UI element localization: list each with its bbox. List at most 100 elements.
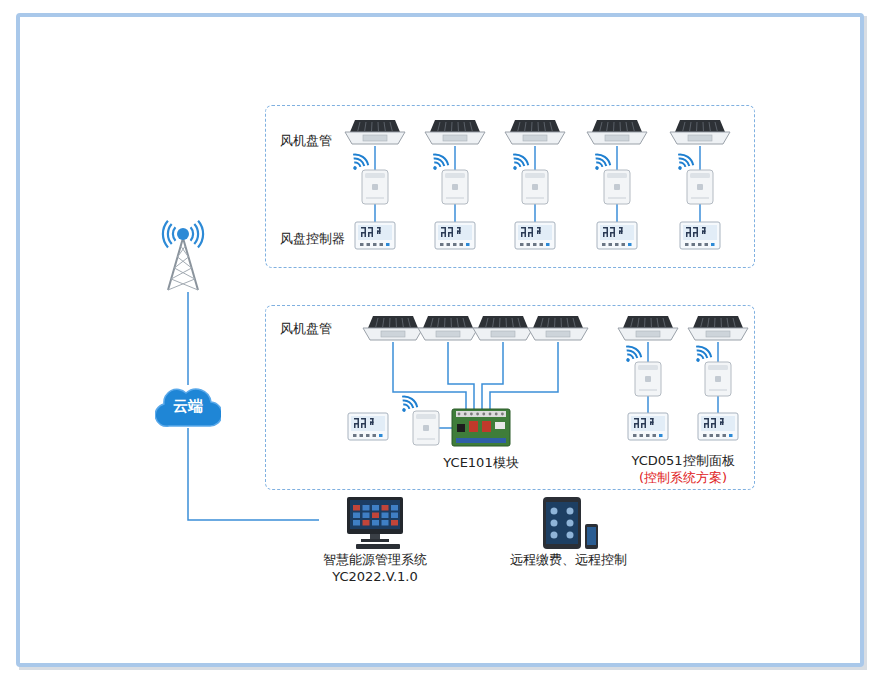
thermostat-panel-part <box>441 232 443 237</box>
fan-coil-unit-part <box>463 318 465 327</box>
tablet-and-phone-part <box>567 532 574 539</box>
wireless-controller <box>604 170 630 204</box>
thermostat-panel-part <box>641 423 643 428</box>
signal-tower-part <box>162 220 169 248</box>
fan-coil-unit-part <box>402 318 403 327</box>
wireless-signal-icon-part <box>695 342 714 358</box>
thermostat-panel-part <box>615 243 619 246</box>
thermostat-panel-part <box>520 243 524 246</box>
fan-coil-wiring-part <box>647 396 649 413</box>
thermostat-panel-part <box>609 243 613 246</box>
fan-coil-unit <box>587 120 647 144</box>
fan-coil-unit-part <box>464 122 465 131</box>
wireless-controller-part <box>372 184 378 190</box>
wireless-controller-part <box>446 198 464 199</box>
wireless-controller-part <box>413 411 439 445</box>
fan-coil-unit-part <box>544 122 545 131</box>
fan-coil-wiring-part <box>647 342 649 362</box>
fan-coil-unit-part <box>458 122 459 131</box>
wireless-controller-part <box>690 173 710 178</box>
fan-coil-unit-part <box>493 318 494 327</box>
fan-coil-unit-part <box>548 318 549 327</box>
wireless-controller-part <box>691 198 709 199</box>
signal-tower-part <box>167 223 173 244</box>
thermostat-panel-part <box>680 222 720 249</box>
thermostat-panel-part <box>528 232 530 237</box>
desktop-monitor-part <box>363 505 370 511</box>
wireless-signal-icon-part <box>512 165 517 170</box>
fan-coil-unit-part <box>561 318 562 327</box>
fan-coil-unit-part <box>607 122 608 131</box>
wireless-signal-icon-part <box>401 392 420 408</box>
fan-coil-unit-part <box>533 316 583 328</box>
fan-coil-unit-part <box>531 122 532 131</box>
desktop-monitor-part <box>363 520 370 526</box>
thermostat-panel-part <box>634 423 636 428</box>
tablet-and-phone-part <box>543 497 581 549</box>
fan-coil-unit-part <box>350 120 400 132</box>
fan-coil-unit-part <box>554 318 555 327</box>
thermostat-panel-part <box>354 423 356 428</box>
fan-coil-unit-part <box>663 318 665 327</box>
region-heading: 风盘控制器 <box>280 230 768 247</box>
fan-coil-wiring-part <box>454 204 456 222</box>
signal-tower-part <box>168 279 195 290</box>
wireless-controller <box>362 170 388 204</box>
desktop-monitor <box>347 497 403 549</box>
thermostat-panel-part <box>386 243 390 246</box>
module-wiring-part <box>393 342 466 410</box>
fan-coil-unit-part <box>701 318 703 327</box>
desktop-monitor-part <box>372 513 379 519</box>
node-subtitle: YC2022.V.1.0 <box>323 568 427 585</box>
thermostat-panel-part <box>518 225 552 240</box>
wireless-signal-icon-part <box>678 155 692 167</box>
fan-coil-unit-part <box>587 132 647 144</box>
node-subtitle: (控制系统方案) <box>631 469 734 486</box>
wireless-signal-icon-part <box>513 155 527 167</box>
thermostat-panel-part <box>460 243 464 246</box>
fan-coil-unit-part <box>550 122 552 131</box>
wireless-controller-part <box>709 390 727 391</box>
fan-coil-unit-part <box>512 318 513 327</box>
signal-tower-part <box>183 238 198 290</box>
fan-coil-unit-part <box>703 122 704 131</box>
fan-coil-unit <box>345 120 405 144</box>
desktop-monitor-part <box>353 520 360 526</box>
fan-coil-unit-part <box>721 318 722 327</box>
device-group-region: 风机盘管YCE101模块YCD051控制面板(控制系统方案) <box>265 305 755 490</box>
thermostat-panel-part <box>377 231 379 235</box>
wireless-controller-part <box>445 173 465 178</box>
fan-coil-unit-part <box>438 318 439 327</box>
wireless-controller-part <box>365 173 385 178</box>
signal-tower <box>162 220 204 385</box>
fan-coil-unit-part <box>363 328 423 340</box>
signal-tower-part <box>178 257 192 268</box>
thermostat-panel-part <box>366 434 370 437</box>
thermostat-panel-part <box>361 423 363 428</box>
thermostat-panel-part <box>628 413 668 440</box>
module-wiring-part <box>490 342 558 410</box>
yce101-module-board-part <box>476 413 479 416</box>
thermostat-panel-part <box>360 243 364 246</box>
fan-coil-unit-part <box>371 122 372 131</box>
thermostat-panel-part <box>716 434 720 437</box>
thermostat-panel-part <box>597 222 637 249</box>
thermostat-panel-part <box>704 423 706 428</box>
fan-coil-unit-part <box>390 122 392 131</box>
fan-coil-unit-part <box>683 122 685 131</box>
tablet-and-phone-part <box>551 532 558 539</box>
desktop-monitor-part <box>372 505 379 511</box>
yce101-module-board-part <box>501 413 504 416</box>
fan-coil-unit-part <box>541 318 543 327</box>
signal-tower-part <box>174 257 188 268</box>
fan-coil-unit-part <box>528 328 588 340</box>
fan-coil-unit-part <box>451 122 452 131</box>
fan-coil-unit-part <box>438 122 440 131</box>
node-title: YCD051控制面板 <box>631 452 734 469</box>
yce101-module-board-part <box>452 409 510 446</box>
thermostat-panel-part <box>659 434 663 437</box>
yce101-module-board-part <box>470 413 473 416</box>
fan-coil-wiring-part <box>717 396 719 413</box>
thermostat-panel-part <box>610 232 612 237</box>
